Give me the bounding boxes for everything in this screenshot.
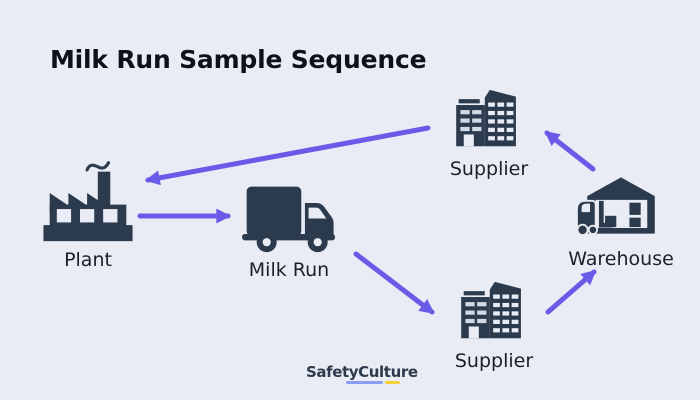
node-label-milk-run: Milk Run xyxy=(248,259,330,281)
node-plant: Plant xyxy=(23,159,153,271)
node-milk-run: Milk Run xyxy=(224,183,354,281)
node-label-plant: Plant xyxy=(64,249,112,271)
safetyculture-logo-text: SafetyCulture xyxy=(306,363,418,381)
office-building-icon xyxy=(461,281,521,339)
office-building-icon xyxy=(456,89,516,147)
factory-icon xyxy=(43,161,133,242)
diagram-title: Milk Run Sample Sequence xyxy=(50,45,427,74)
node-supplier-top: Supplier xyxy=(424,84,554,180)
node-label-supplier-top: Supplier xyxy=(449,158,529,180)
safetyculture-logo: SafetyCulture xyxy=(306,363,418,384)
arrow-supplier-to-plant xyxy=(144,125,431,186)
logo-underline-blue-bar xyxy=(346,381,383,384)
arrow-milk-run-to-supplier xyxy=(353,251,435,315)
safetyculture-logo-underline xyxy=(346,381,400,384)
logo-underline-yellow-bar xyxy=(385,381,400,384)
node-warehouse: Warehouse xyxy=(556,168,686,270)
delivery-truck-icon xyxy=(242,186,335,253)
node-label-warehouse: Warehouse xyxy=(568,248,674,270)
warehouse-forklift-icon xyxy=(576,177,655,236)
node-label-supplier-bottom: Supplier xyxy=(454,350,534,372)
node-supplier-bottom: Supplier xyxy=(429,276,559,372)
